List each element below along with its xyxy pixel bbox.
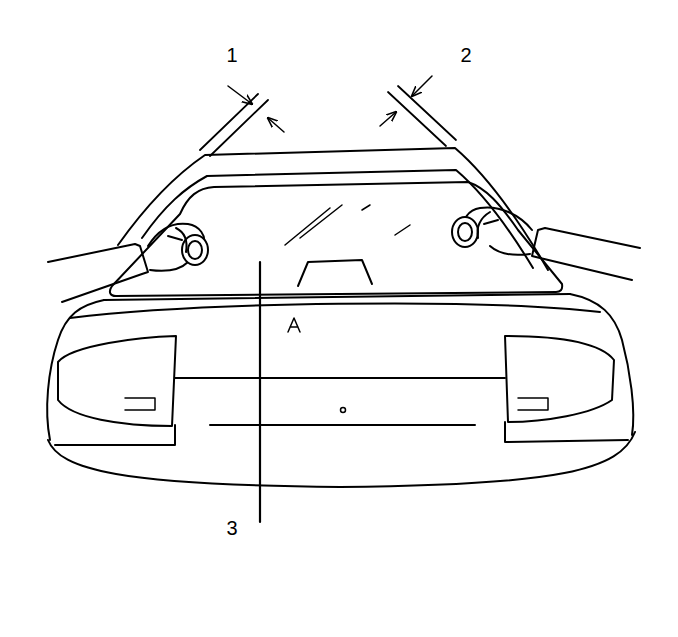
brake-light bbox=[298, 260, 372, 286]
gap-lines-1 bbox=[200, 94, 268, 156]
bumper bbox=[48, 425, 635, 487]
left-arm bbox=[48, 244, 148, 302]
gap-arrow-2a bbox=[412, 76, 432, 96]
bumper-right bbox=[505, 422, 628, 442]
suction-cup-left-inner bbox=[188, 241, 202, 259]
tail-light-right-lens bbox=[518, 398, 548, 410]
gap-arrow-1b bbox=[268, 118, 284, 132]
tail-light-right bbox=[505, 336, 614, 422]
suction-cup-right-inner bbox=[458, 223, 472, 241]
rear-panel bbox=[175, 378, 505, 425]
rear-window bbox=[110, 182, 562, 296]
left-fingers bbox=[168, 228, 187, 252]
key-lock bbox=[341, 408, 346, 413]
tail-light-left-lens bbox=[125, 398, 155, 410]
tail-light-left bbox=[58, 336, 176, 426]
right-arm bbox=[532, 228, 640, 280]
center-line bbox=[259, 262, 261, 522]
gap-arrow-2b bbox=[380, 112, 396, 126]
suction-cup-right bbox=[452, 217, 478, 247]
right-fingers bbox=[478, 212, 499, 238]
trunk-lid bbox=[70, 303, 600, 318]
window-sill bbox=[104, 294, 570, 300]
callout-number: 2 bbox=[460, 45, 471, 65]
gap-lines-2 bbox=[388, 86, 456, 146]
callout-number: 1 bbox=[226, 45, 237, 65]
emblem bbox=[288, 318, 300, 332]
window-glare bbox=[285, 205, 410, 245]
gap-arrow-1a bbox=[228, 86, 252, 104]
callout-number: 3 bbox=[226, 518, 237, 538]
